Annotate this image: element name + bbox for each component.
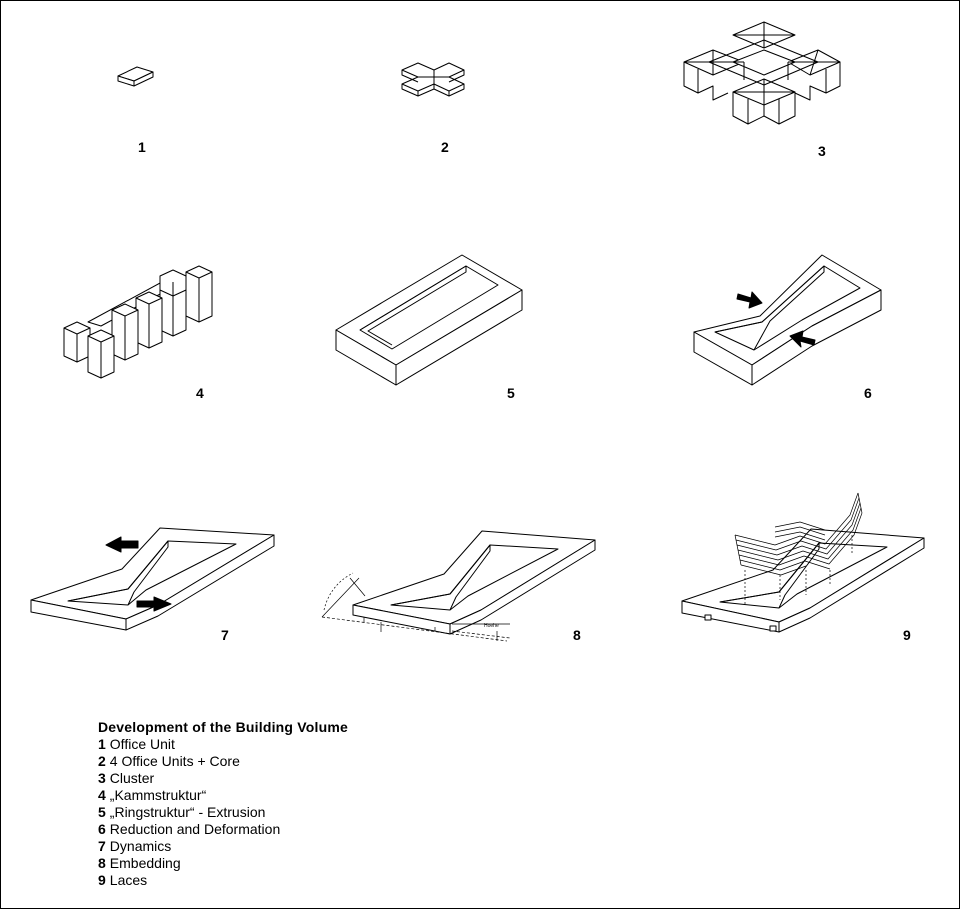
legend-item-label: Cluster [109, 770, 155, 786]
legend-item-number: 7 [98, 838, 106, 854]
legend-item-label: Office Unit [109, 736, 175, 752]
step-number-6: 6 [864, 385, 872, 401]
step-number-2: 2 [441, 139, 449, 155]
legend-item-number: 6 [98, 821, 106, 837]
legend-item-label: 4 Office Units + Core [109, 753, 240, 769]
comb-structure-drawing [63, 265, 213, 379]
legend-title: Development of the Building Volume [98, 719, 348, 735]
legend-item-label: Reduction and Deformation [109, 821, 281, 837]
legend-item-number: 3 [98, 770, 106, 786]
legend-item-label: Laces [109, 872, 148, 888]
cross-units-drawing [401, 62, 465, 97]
step-number-5: 5 [507, 385, 515, 401]
legend-item-number: 5 [98, 804, 106, 820]
ring-structure-drawing [335, 254, 523, 386]
deformation-drawing [693, 254, 882, 386]
legend-item-number: 9 [98, 872, 106, 888]
dynamics-drawing [30, 527, 275, 631]
step-number-7: 7 [221, 627, 229, 643]
legend-item: 4„Kammstruktur“ [98, 787, 348, 804]
step-number-4: 4 [196, 385, 204, 401]
legend-item-number: 8 [98, 855, 106, 871]
legend-item-number: 4 [98, 787, 106, 803]
legend-item-label: „Kammstruktur“ [109, 787, 207, 803]
legend-item: 5„Ringstruktur“ - Extrusion [98, 804, 348, 821]
legend-item-label: Dynamics [109, 838, 172, 854]
legend-item-label: Embedding [109, 855, 181, 871]
cluster-drawing [683, 21, 841, 125]
step-number-1: 1 [138, 139, 146, 155]
legend-item-number: 1 [98, 736, 106, 752]
legend-item-label: „Ringstruktur“ - Extrusion [109, 804, 266, 820]
step-number-9: 9 [903, 627, 911, 643]
office-unit-drawing [117, 66, 154, 87]
embedding-drawing: Hoehe [321, 530, 596, 642]
step-number-3: 3 [818, 143, 826, 159]
height-annotation: Hoehe [484, 623, 499, 629]
legend-item-number: 2 [98, 753, 106, 769]
laces-drawing [681, 492, 925, 633]
step-number-8: 8 [573, 627, 581, 643]
